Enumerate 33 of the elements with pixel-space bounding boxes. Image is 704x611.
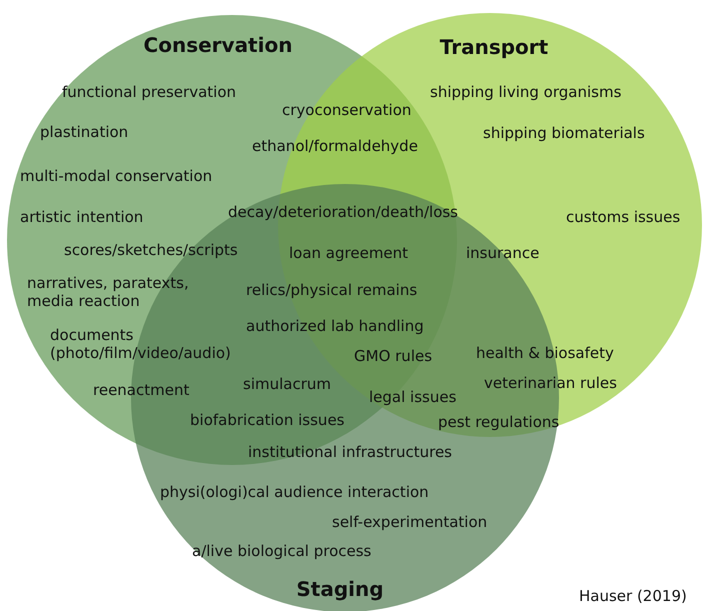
venn-item: pest regulations [438,413,560,431]
venn-item: institutional infrastructures [248,443,452,461]
venn-item: loan agreement [289,244,408,262]
circle-heading: Staging [296,577,384,601]
venn-item: reenactment [93,381,190,399]
venn-item: narratives, paratexts, media reaction [27,274,190,310]
venn-item: insurance [466,244,540,262]
venn-item: authorized lab handling [246,317,424,335]
circle-heading: Conservation [144,33,292,57]
venn-item: simulacrum [243,375,331,393]
venn-item: self-experimentation [332,513,488,531]
venn-item: GMO rules [354,347,432,365]
venn-item: relics/physical remains [246,281,418,299]
venn-item: decay/deterioration/death/loss [228,203,458,221]
venn-item: biofabrication issues [190,411,344,429]
venn-item: veterinarian rules [484,374,617,392]
venn-item: multi-modal conservation [20,167,212,185]
venn-item: functional preservation [62,83,236,101]
venn-item: customs issues [566,208,680,226]
venn-item: ethanol/formaldehyde [252,137,418,155]
venn-item: shipping biomaterials [483,124,645,142]
venn-item: health & biosafety [476,344,614,362]
venn-item: artistic intention [20,208,144,226]
venn-item: documents (photo/film/video/audio) [50,326,232,362]
circle-heading: Transport [440,35,548,59]
venn-item: physi(ologi)cal audience interaction [160,483,429,501]
venn-item: legal issues [369,388,456,406]
venn-item: shipping living organisms [430,83,622,101]
venn-item: a/live biological process [192,542,372,560]
venn-item: cryoconservation [282,101,412,119]
venn-item: scores/sketches/scripts [64,241,238,259]
citation: Hauser (2019) [579,587,687,605]
venn-item: plastination [40,123,128,141]
